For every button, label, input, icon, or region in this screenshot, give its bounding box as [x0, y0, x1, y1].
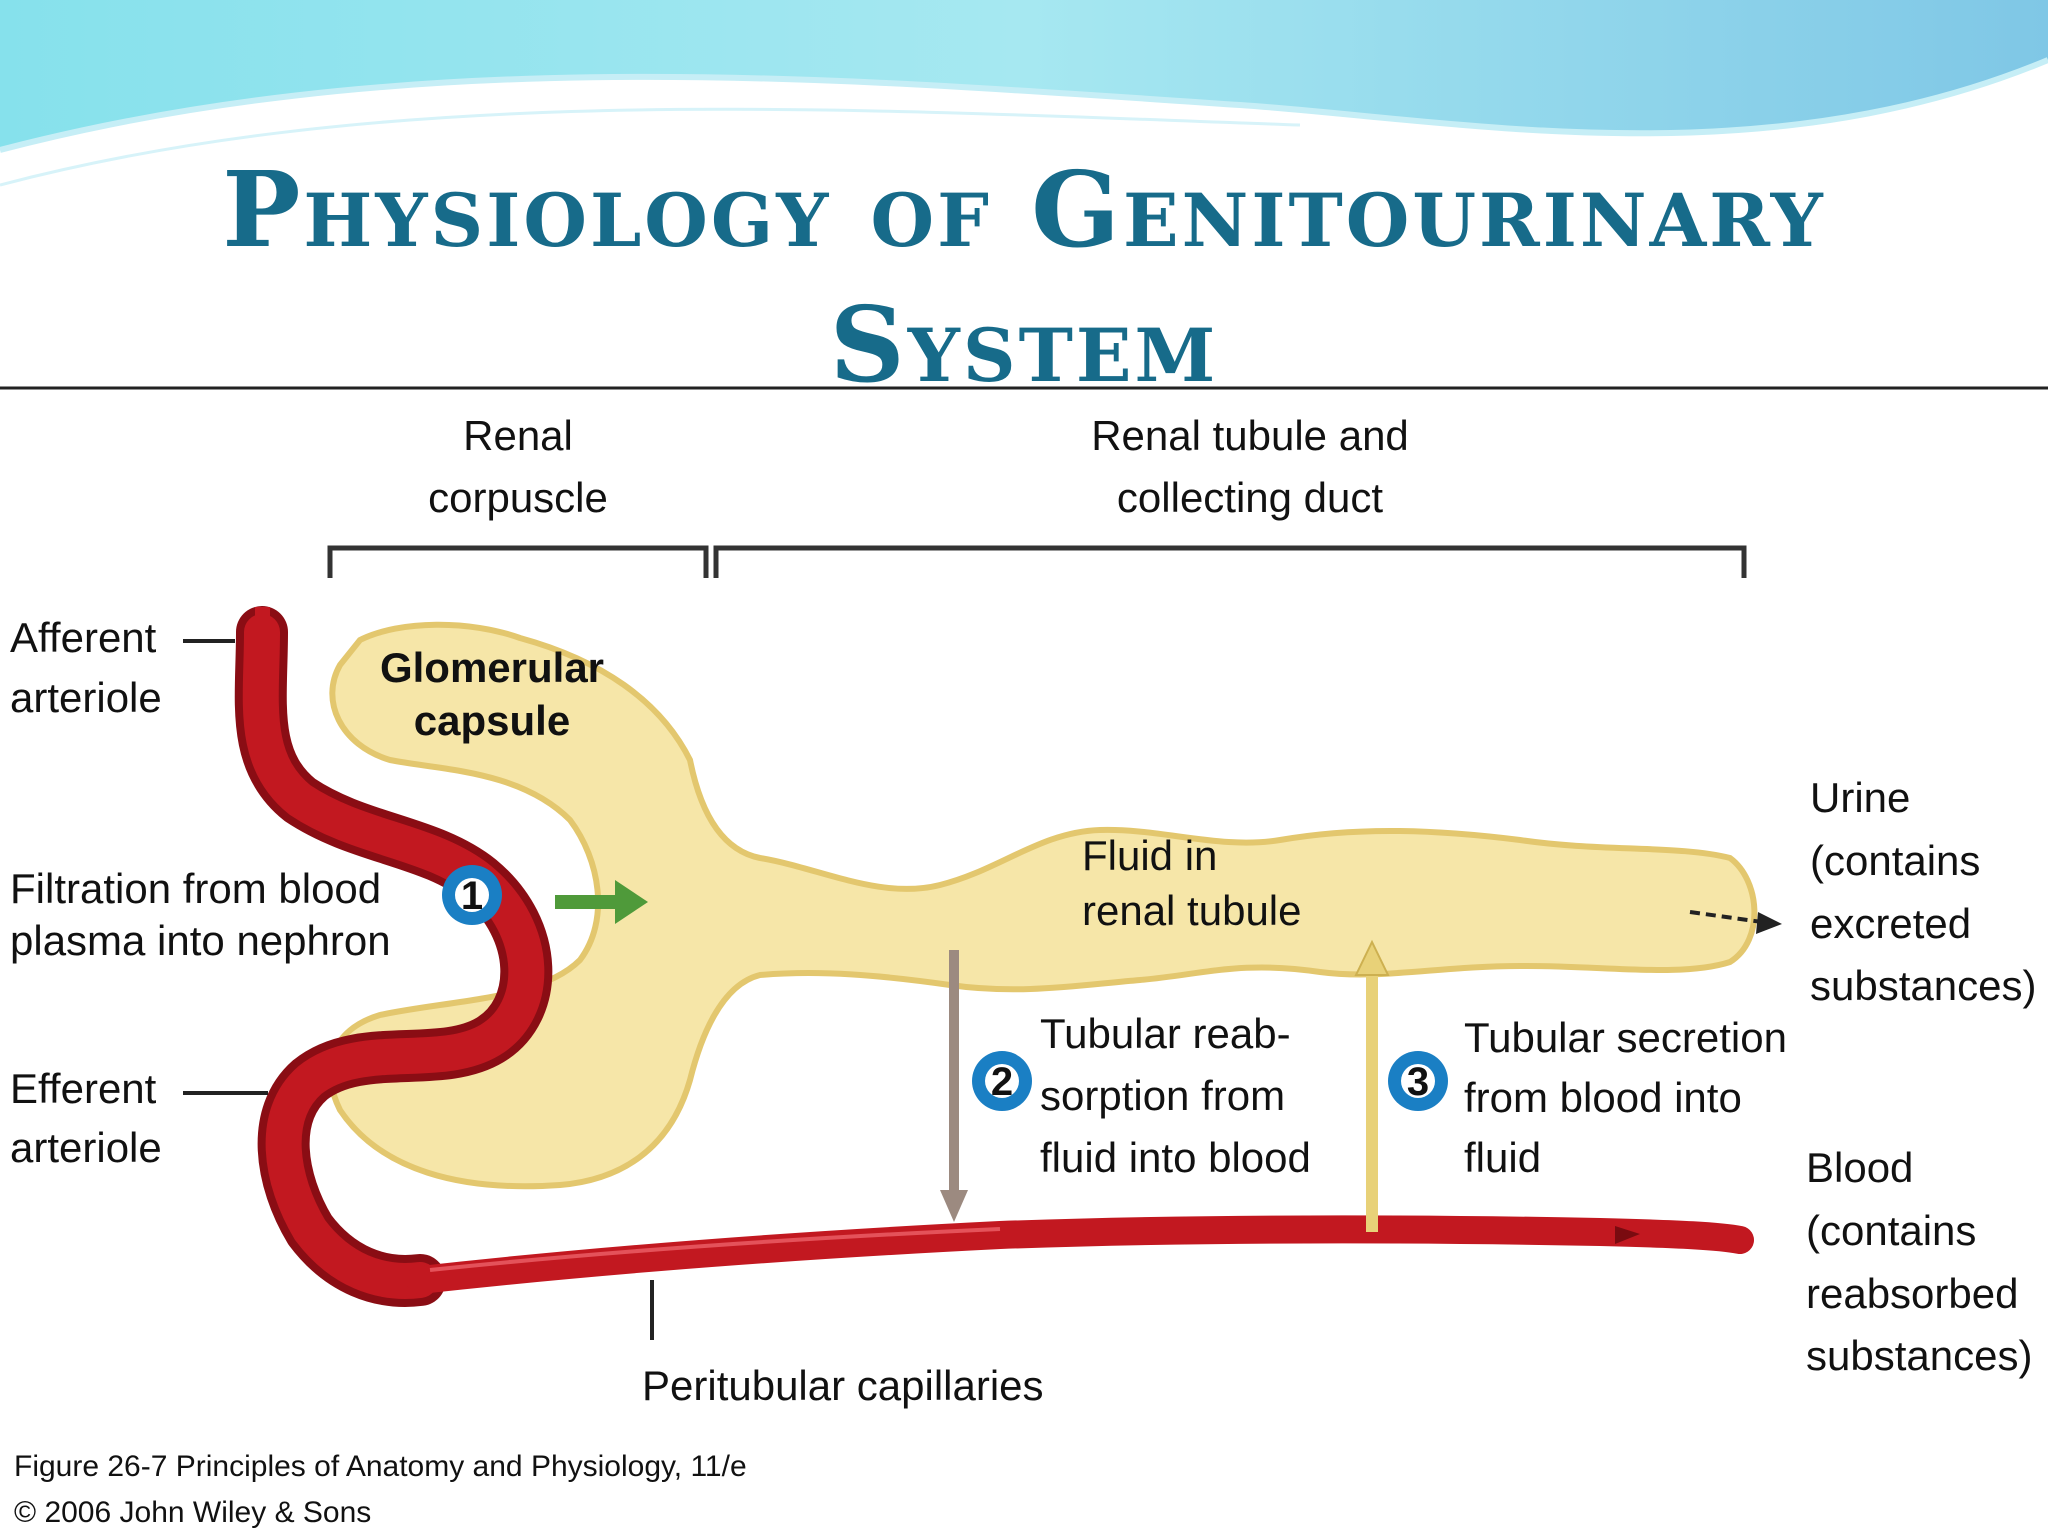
efferent-label-2: arteriole	[10, 1124, 162, 1171]
secretion-arrow-head	[1354, 939, 1390, 976]
step-1-number: 1	[461, 874, 483, 918]
renal-corpuscle-bracket	[327, 545, 709, 578]
step-2-badge-inner	[985, 1064, 1019, 1098]
secretion-label-3: fluid	[1464, 1134, 1541, 1181]
reabsorption-arrow-head	[940, 1190, 968, 1222]
urine-arrow-shaft	[1689, 910, 1763, 924]
urine-label-4: substances)	[1810, 962, 2036, 1009]
urine-arrow-head	[1756, 912, 1782, 934]
arteriole-vessel-inner	[242, 614, 545, 1299]
secretion-label-1: Tubular secretion	[1464, 1014, 1787, 1061]
renal-tubule-label-2: collecting duct	[1117, 474, 1383, 521]
renal-tubule-label-1: Renal tubule and	[1091, 412, 1409, 459]
filtration-label-1: Filtration from blood	[10, 865, 381, 912]
peritubular-label: Peritubular capillaries	[642, 1362, 1044, 1409]
figure-caption-2: © 2006 John Wiley & Sons	[14, 1496, 371, 1529]
reabsorption-label-2: sorption from	[1040, 1072, 1285, 1119]
slide-title-line-2: System	[829, 283, 1219, 406]
urine-label-2: (contains	[1810, 837, 1980, 884]
filtration-label-2: plasma into nephron	[10, 917, 391, 964]
efferent-label-1: Efferent	[10, 1065, 157, 1112]
blood-label-2: (contains	[1806, 1207, 1976, 1254]
fluid-label-2: renal tubule	[1082, 887, 1302, 934]
fluid-label-1: Fluid in	[1082, 832, 1217, 879]
step-2-number: 2	[991, 1060, 1013, 1104]
nephron-diagram: Renal corpuscle Renal tubule and collect…	[10, 412, 2036, 1529]
header-wave-decoration	[0, 0, 2048, 390]
afferent-label-1: Afferent	[10, 614, 157, 661]
filtration-arrow-head	[615, 880, 648, 924]
secretion-label-2: from blood into	[1464, 1074, 1742, 1121]
afferent-label-2: arteriole	[10, 674, 162, 721]
glomerular-capsule-label-2: capsule	[414, 697, 570, 744]
glomerular-capsule-label-1: Glomerular	[380, 644, 604, 691]
blood-label-3: reabsorbed	[1806, 1270, 2018, 1317]
blood-label-1: Blood	[1806, 1144, 1913, 1191]
renal-tubule-shape	[327, 621, 1758, 1190]
slide-title-line-1: Physiology of Genitourinary	[222, 148, 1826, 271]
renal-tubule-bracket	[713, 545, 1747, 578]
urine-label-3: excreted	[1810, 900, 1971, 947]
urine-label-1: Urine	[1810, 774, 1910, 821]
reabsorption-label-1: Tubular reab-	[1040, 1010, 1291, 1057]
reabsorption-label-3: fluid into blood	[1040, 1134, 1311, 1181]
step-3-number: 3	[1407, 1060, 1429, 1104]
step-3-badge-inner	[1401, 1064, 1435, 1098]
blood-label-4: substances)	[1806, 1332, 2032, 1379]
capillary-highlight	[429, 1227, 1001, 1272]
renal-corpuscle-label-2: corpuscle	[428, 474, 608, 521]
step-1-badge-inner	[455, 878, 489, 912]
figure-caption-1: Figure 26-7 Principles of Anatomy and Ph…	[14, 1450, 747, 1483]
peritubular-capillary	[406, 1215, 1754, 1294]
blood-arrow-head	[1615, 1226, 1640, 1244]
renal-corpuscle-label-1: Renal	[463, 412, 573, 459]
